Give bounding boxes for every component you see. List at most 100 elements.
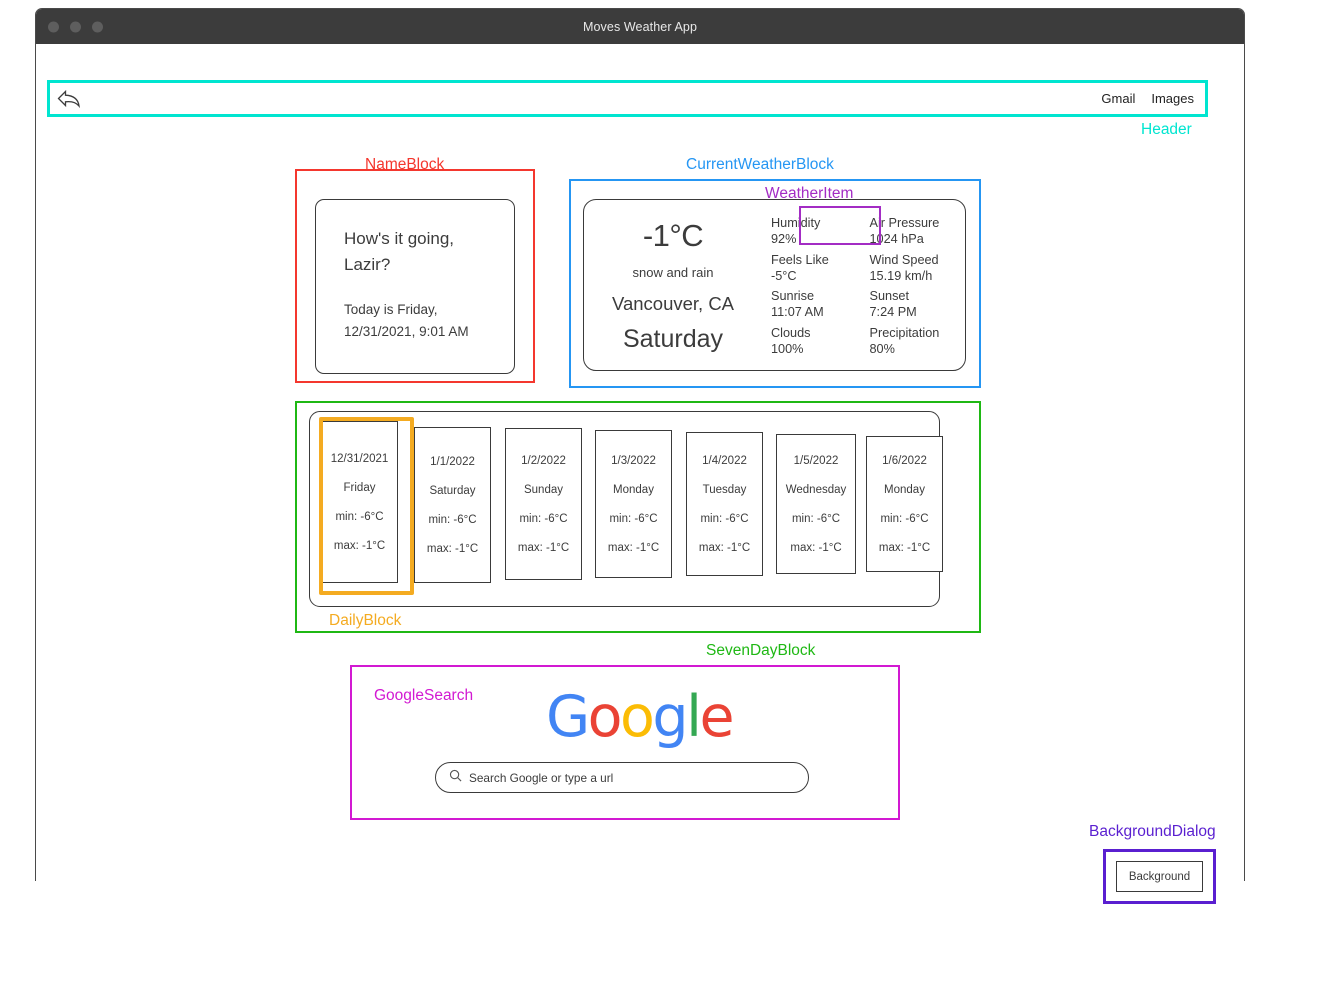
weather-item-value: 92%: [771, 232, 797, 247]
background-button[interactable]: Background: [1116, 861, 1203, 892]
daily-weekday: Saturday: [429, 484, 476, 497]
title-bar: Moves Weather App: [36, 9, 1244, 44]
minimize-icon[interactable]: [70, 21, 81, 32]
currentweatherblock-annotation-label: CurrentWeatherBlock: [686, 156, 834, 173]
daily-block-3[interactable]: 1/3/2022 Monday min: -6°C max: -1°C: [595, 430, 672, 578]
daily-max: max: -1°C: [517, 541, 570, 554]
weather-item-label: Air Pressure: [869, 216, 940, 230]
search-input[interactable]: Search Google or type a url: [469, 770, 614, 785]
weather-item-value: 80%: [869, 341, 895, 356]
weather-item-label: Clouds: [771, 325, 811, 340]
header-links: Gmail Images: [1101, 91, 1194, 106]
today-text: Today is Friday, 12/31/2021, 9:01 AM: [344, 299, 514, 343]
name-block-card: How's it going, Lazir? Today is Friday, …: [315, 199, 515, 374]
daily-date: 12/31/2021: [330, 452, 389, 465]
google-search-bar[interactable]: Search Google or type a url: [435, 762, 809, 793]
daily-min: min: -6°C: [609, 512, 658, 525]
weatheritem-annotation-label: WeatherItem: [765, 185, 854, 202]
logo-letter-e: e: [699, 684, 734, 750]
daily-max: max: -1°C: [333, 539, 386, 552]
weather-item-humidity[interactable]: Humidity 92%: [762, 213, 861, 250]
weather-item-clouds[interactable]: Clouds 100%: [762, 323, 861, 360]
daily-min: min: -6°C: [880, 512, 929, 525]
seven-day-card: 12/31/2021 Friday min: -6°C max: -1°C 1/…: [309, 411, 943, 607]
window-controls[interactable]: [48, 21, 103, 32]
daily-min: min: -6°C: [335, 510, 384, 523]
header: Gmail Images: [47, 80, 1208, 117]
current-weekday: Saturday: [622, 325, 724, 353]
weather-item-sunrise[interactable]: Sunrise 11:07 AM: [762, 286, 861, 323]
daily-max: max: -1°C: [698, 541, 751, 554]
current-weather-summary: -1°C snow and rain Vancouver, CA Saturda…: [584, 200, 762, 370]
weather-item-label: Precipitation: [869, 325, 940, 340]
weather-item-label: Feels Like: [771, 252, 829, 267]
daily-date: 1/6/2022: [882, 454, 927, 467]
logo-letter-o2: o: [620, 684, 655, 750]
greeting-line-1: How's it going,: [344, 229, 455, 248]
weather-item-label: Sunrise: [771, 289, 815, 303]
daily-date: 1/2/2022: [521, 454, 566, 467]
daily-block-1[interactable]: 1/1/2022 Saturday min: -6°C max: -1°C: [414, 427, 491, 583]
maximize-icon[interactable]: [92, 21, 103, 32]
weather-item-label: Humidity: [771, 216, 821, 230]
weather-item-sunset[interactable]: Sunset 7:24 PM: [861, 286, 960, 323]
daily-date: 1/3/2022: [611, 454, 656, 467]
close-icon[interactable]: [48, 21, 59, 32]
gmail-link[interactable]: Gmail: [1101, 91, 1136, 106]
weather-item-air-pressure[interactable]: Air Pressure 1024 hPa: [861, 213, 960, 250]
greeting-line-2: Lazir?: [344, 255, 391, 275]
logo-letter-o1: o: [587, 684, 623, 750]
nameblock-annotation-label: NameBlock: [365, 156, 445, 173]
daily-weekday: Tuesday: [702, 483, 747, 496]
back-arrow-icon[interactable]: [56, 87, 82, 111]
today-line-2: 12/31/2021, 9:01 AM: [344, 323, 469, 339]
current-location: Vancouver, CA: [611, 293, 735, 314]
weather-item-wind-speed[interactable]: Wind Speed 15.19 km/h: [861, 250, 960, 287]
daily-min: min: -6°C: [519, 512, 568, 525]
daily-min: min: -6°C: [791, 512, 841, 525]
daily-block-0[interactable]: 12/31/2021 Friday min: -6°C max: -1°C: [321, 421, 398, 583]
window-title: Moves Weather App: [582, 19, 698, 34]
images-link[interactable]: Images: [1151, 91, 1194, 106]
daily-date: 1/4/2022: [702, 454, 747, 467]
greeting-text: How's it going, Lazir?: [344, 226, 514, 279]
weather-item-value: 1024 hPa: [869, 232, 924, 247]
daily-max: max: -1°C: [426, 542, 479, 555]
daily-min: min: -6°C: [700, 512, 749, 525]
weather-item-grid: Humidity 92% Air Pressure 1024 hPa Feels…: [762, 200, 965, 370]
logo-letter-l: l: [686, 684, 702, 750]
daily-weekday: Sunday: [523, 483, 563, 496]
daily-block-4[interactable]: 1/4/2022 Tuesday min: -6°C max: -1°C: [686, 432, 763, 576]
daily-date: 1/1/2022: [430, 455, 475, 468]
magnifier-icon: [449, 769, 462, 787]
weather-item-label: Wind Speed: [869, 252, 939, 267]
daily-weekday: Monday: [613, 483, 654, 496]
daily-min: min: -6°C: [428, 513, 477, 526]
current-temperature: -1°C: [642, 218, 704, 253]
today-line-1: Today is Friday,: [344, 301, 438, 317]
app-window: Moves Weather App Gmail Images Header: [35, 8, 1245, 904]
daily-date: 1/5/2022: [793, 454, 839, 467]
daily-max: max: -1°C: [878, 541, 931, 554]
header-annotation-label: Header: [1141, 121, 1192, 138]
weather-item-value: -5°C: [771, 268, 797, 283]
daily-weekday: Wednesday: [785, 483, 847, 496]
googlesearch-annotation-label: GoogleSearch: [374, 687, 474, 704]
weather-item-value: 100%: [771, 341, 804, 356]
current-condition: snow and rain: [632, 265, 714, 280]
daily-max: max: -1°C: [790, 541, 842, 554]
daily-block-6[interactable]: 1/6/2022 Monday min: -6°C max: -1°C: [866, 436, 943, 572]
dailyblock-annotation-label: DailyBlock: [329, 612, 402, 629]
daily-block-5[interactable]: 1/5/2022 Wednesday min: -6°C max: -1°C: [776, 434, 856, 574]
current-weather-card: -1°C snow and rain Vancouver, CA Saturda…: [583, 199, 966, 371]
weather-item-precipitation[interactable]: Precipitation 80%: [861, 323, 960, 360]
daily-weekday: Monday: [884, 483, 925, 496]
weather-item-label: Sunset: [869, 289, 910, 303]
app-canvas: Gmail Images Header NameBlock How's it g…: [36, 44, 1244, 904]
logo-letter-g2: g: [652, 684, 688, 750]
daily-block-2[interactable]: 1/2/2022 Sunday min: -6°C max: -1°C: [505, 428, 582, 580]
weather-item-feels-like[interactable]: Feels Like -5°C: [762, 250, 861, 287]
daily-weekday: Friday: [343, 481, 376, 494]
backgrounddialog-annotation-label: BackgroundDialog: [1089, 823, 1216, 840]
